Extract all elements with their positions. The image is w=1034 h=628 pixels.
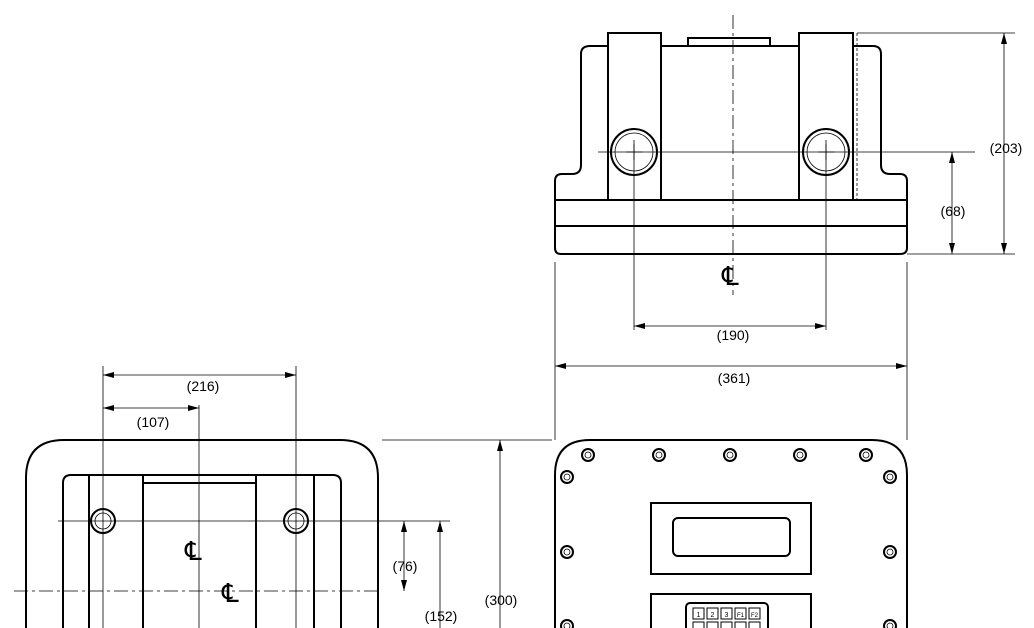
side-view: ℄ ℄ <box>14 366 450 628</box>
side-centerline-symbol-2: ℄ <box>221 579 239 609</box>
dim-label-300: (300) <box>485 592 518 608</box>
keypad <box>685 602 769 628</box>
dim-label-216: (216) <box>187 378 220 394</box>
keypad-frame <box>650 593 812 628</box>
key-1: 1 <box>697 612 701 619</box>
hole-crosshairs <box>626 144 834 160</box>
front-view-outline <box>554 439 908 628</box>
dim-label-190: (190) <box>717 327 750 343</box>
dim-label-361: (361) <box>718 370 751 386</box>
display-window-frame <box>650 502 812 575</box>
key-3: 3 <box>725 612 729 619</box>
side-view-inner <box>62 474 342 628</box>
side-view-cover-plate <box>142 475 257 484</box>
front-bolts <box>560 448 897 628</box>
front-view: 1 2 3 F1 F2 <box>554 439 908 628</box>
dim-label-152: (152) <box>425 608 458 624</box>
dim-label-107: (107) <box>137 414 170 430</box>
top-view: ℄ <box>554 15 975 330</box>
top-view-housing <box>554 32 908 255</box>
display-window <box>672 517 791 557</box>
dim-label-76: (76) <box>393 558 418 574</box>
side-view-dimensions <box>103 372 552 628</box>
side-centerline-symbol-1: ℄ <box>184 537 202 567</box>
dim-label-68: (68) <box>941 203 966 219</box>
top-centerline-symbol: ℄ <box>721 262 739 292</box>
top-view-dimensions <box>554 32 1015 440</box>
dim-label-203: (203) <box>990 140 1023 156</box>
keypad-keys: 1 2 3 F1 F2 <box>692 607 761 628</box>
key-2: 2 <box>711 612 715 619</box>
key-f1: F1 <box>737 613 745 619</box>
side-view-outline <box>25 439 379 628</box>
key-f2: F2 <box>751 613 759 619</box>
